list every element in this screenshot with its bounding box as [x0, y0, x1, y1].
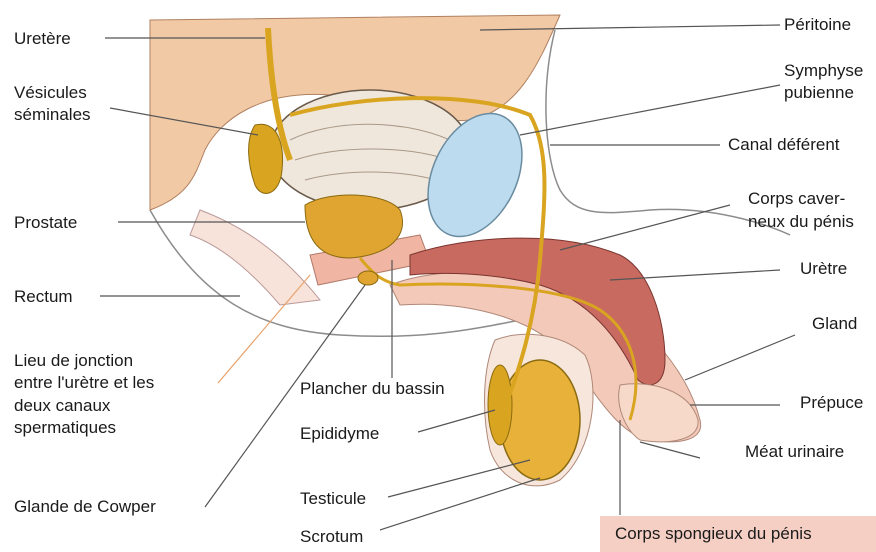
- label-corps-spongieux: Corps spongieux du pénis: [615, 523, 812, 544]
- label-lieu-line4: spermatiques: [14, 417, 116, 438]
- label-epididyme: Epididyme: [300, 423, 379, 444]
- label-prostate: Prostate: [14, 212, 77, 233]
- label-testicule: Testicule: [300, 488, 366, 509]
- label-symphyse-line1: Symphyse: [784, 60, 863, 81]
- label-meat: Méat urinaire: [745, 441, 844, 462]
- label-canal: Canal déférent: [728, 134, 840, 155]
- label-peritoine: Péritoine: [784, 14, 851, 35]
- label-uretere: Uretère: [14, 28, 71, 49]
- label-lieu-line1: Lieu de jonction: [14, 350, 133, 371]
- label-gland: Gland: [812, 313, 857, 334]
- label-symphyse-line2: pubienne: [784, 82, 854, 103]
- label-vesicules-line2: séminales: [14, 104, 91, 125]
- label-corps-cav-line2: neux du pénis: [748, 211, 854, 232]
- label-lieu-line2: entre l'urètre et les: [14, 372, 154, 393]
- label-vesicules-line1: Vésicules: [14, 82, 87, 103]
- label-scrotum: Scrotum: [300, 526, 363, 547]
- epididymis: [488, 365, 512, 445]
- label-uretre: Urètre: [800, 258, 847, 279]
- testicle: [500, 360, 580, 480]
- label-corps-cav-line1: Corps caver-: [748, 188, 845, 209]
- label-lieu-line3: deux canaux: [14, 395, 110, 416]
- cowper-gland: [358, 271, 378, 285]
- label-rectum: Rectum: [14, 286, 73, 307]
- label-cowper: Glande de Cowper: [14, 496, 156, 517]
- rectum: [190, 210, 320, 305]
- label-plancher: Plancher du bassin: [300, 378, 445, 399]
- label-prepuce: Prépuce: [800, 392, 863, 413]
